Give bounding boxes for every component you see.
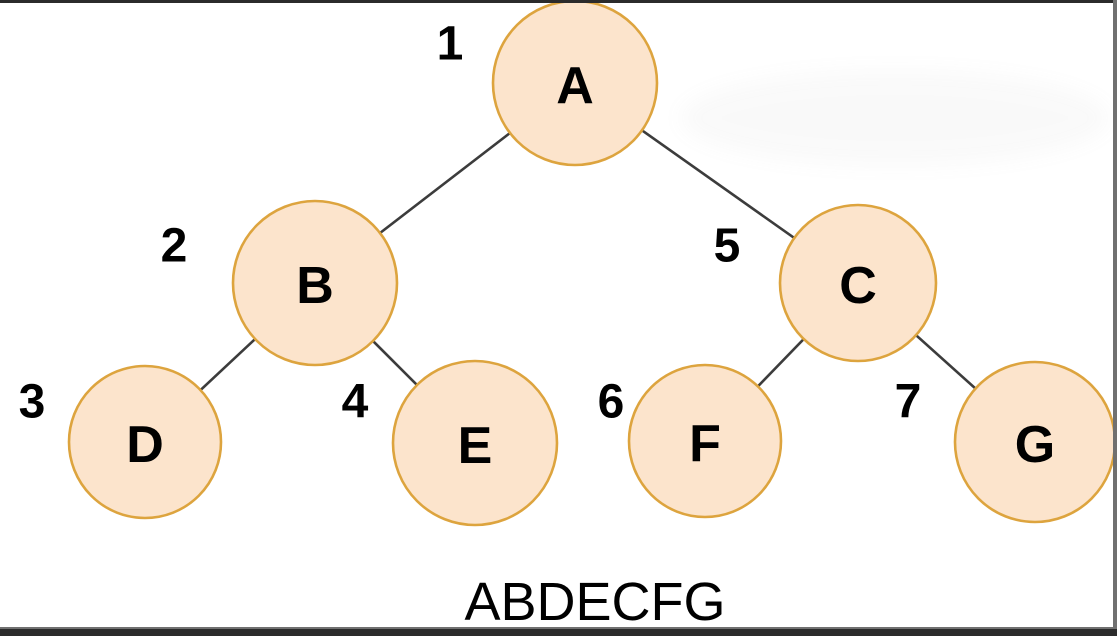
node-circle-F bbox=[627, 363, 783, 519]
tree-node-B: B bbox=[231, 199, 399, 367]
tree-node-E: E bbox=[391, 359, 559, 527]
tree-node-G: G bbox=[953, 360, 1117, 524]
node-circle-E bbox=[391, 359, 559, 527]
frame-top-border bbox=[0, 0, 1117, 3]
node-circle-D bbox=[67, 364, 223, 520]
visit-order-B: 2 bbox=[161, 220, 188, 273]
visit-order-C: 5 bbox=[714, 220, 741, 273]
node-label-E: E bbox=[458, 417, 493, 475]
node-label-C: C bbox=[839, 257, 877, 315]
visit-order-G: 7 bbox=[895, 376, 922, 429]
node-label-D: D bbox=[126, 416, 164, 474]
visit-order-labels: 1 2 3 4 5 6 7 bbox=[19, 18, 922, 429]
tree-node-D: D bbox=[67, 364, 223, 520]
tree-node-A: A bbox=[491, 0, 659, 167]
node-label-B: B bbox=[296, 257, 334, 315]
frame-right-border bbox=[1113, 0, 1117, 636]
node-label-F: F bbox=[689, 415, 721, 473]
node-circle-C bbox=[778, 203, 938, 363]
visit-order-A: 1 bbox=[437, 18, 464, 71]
traversal-result-text: ABDECFG bbox=[464, 572, 725, 632]
node-circle-B bbox=[231, 199, 399, 367]
frame-bottom-highlight bbox=[0, 627, 1117, 629]
faint-smudge bbox=[680, 70, 1110, 166]
frame-bottom-border bbox=[0, 629, 1117, 636]
node-label-G: G bbox=[1015, 416, 1055, 474]
visit-order-E: 4 bbox=[342, 376, 369, 429]
visit-order-D: 3 bbox=[19, 376, 46, 429]
node-label-A: A bbox=[556, 57, 594, 115]
visit-order-F: 6 bbox=[598, 376, 625, 429]
tree-node-F: F bbox=[627, 363, 783, 519]
tree-node-C: C bbox=[778, 203, 938, 363]
